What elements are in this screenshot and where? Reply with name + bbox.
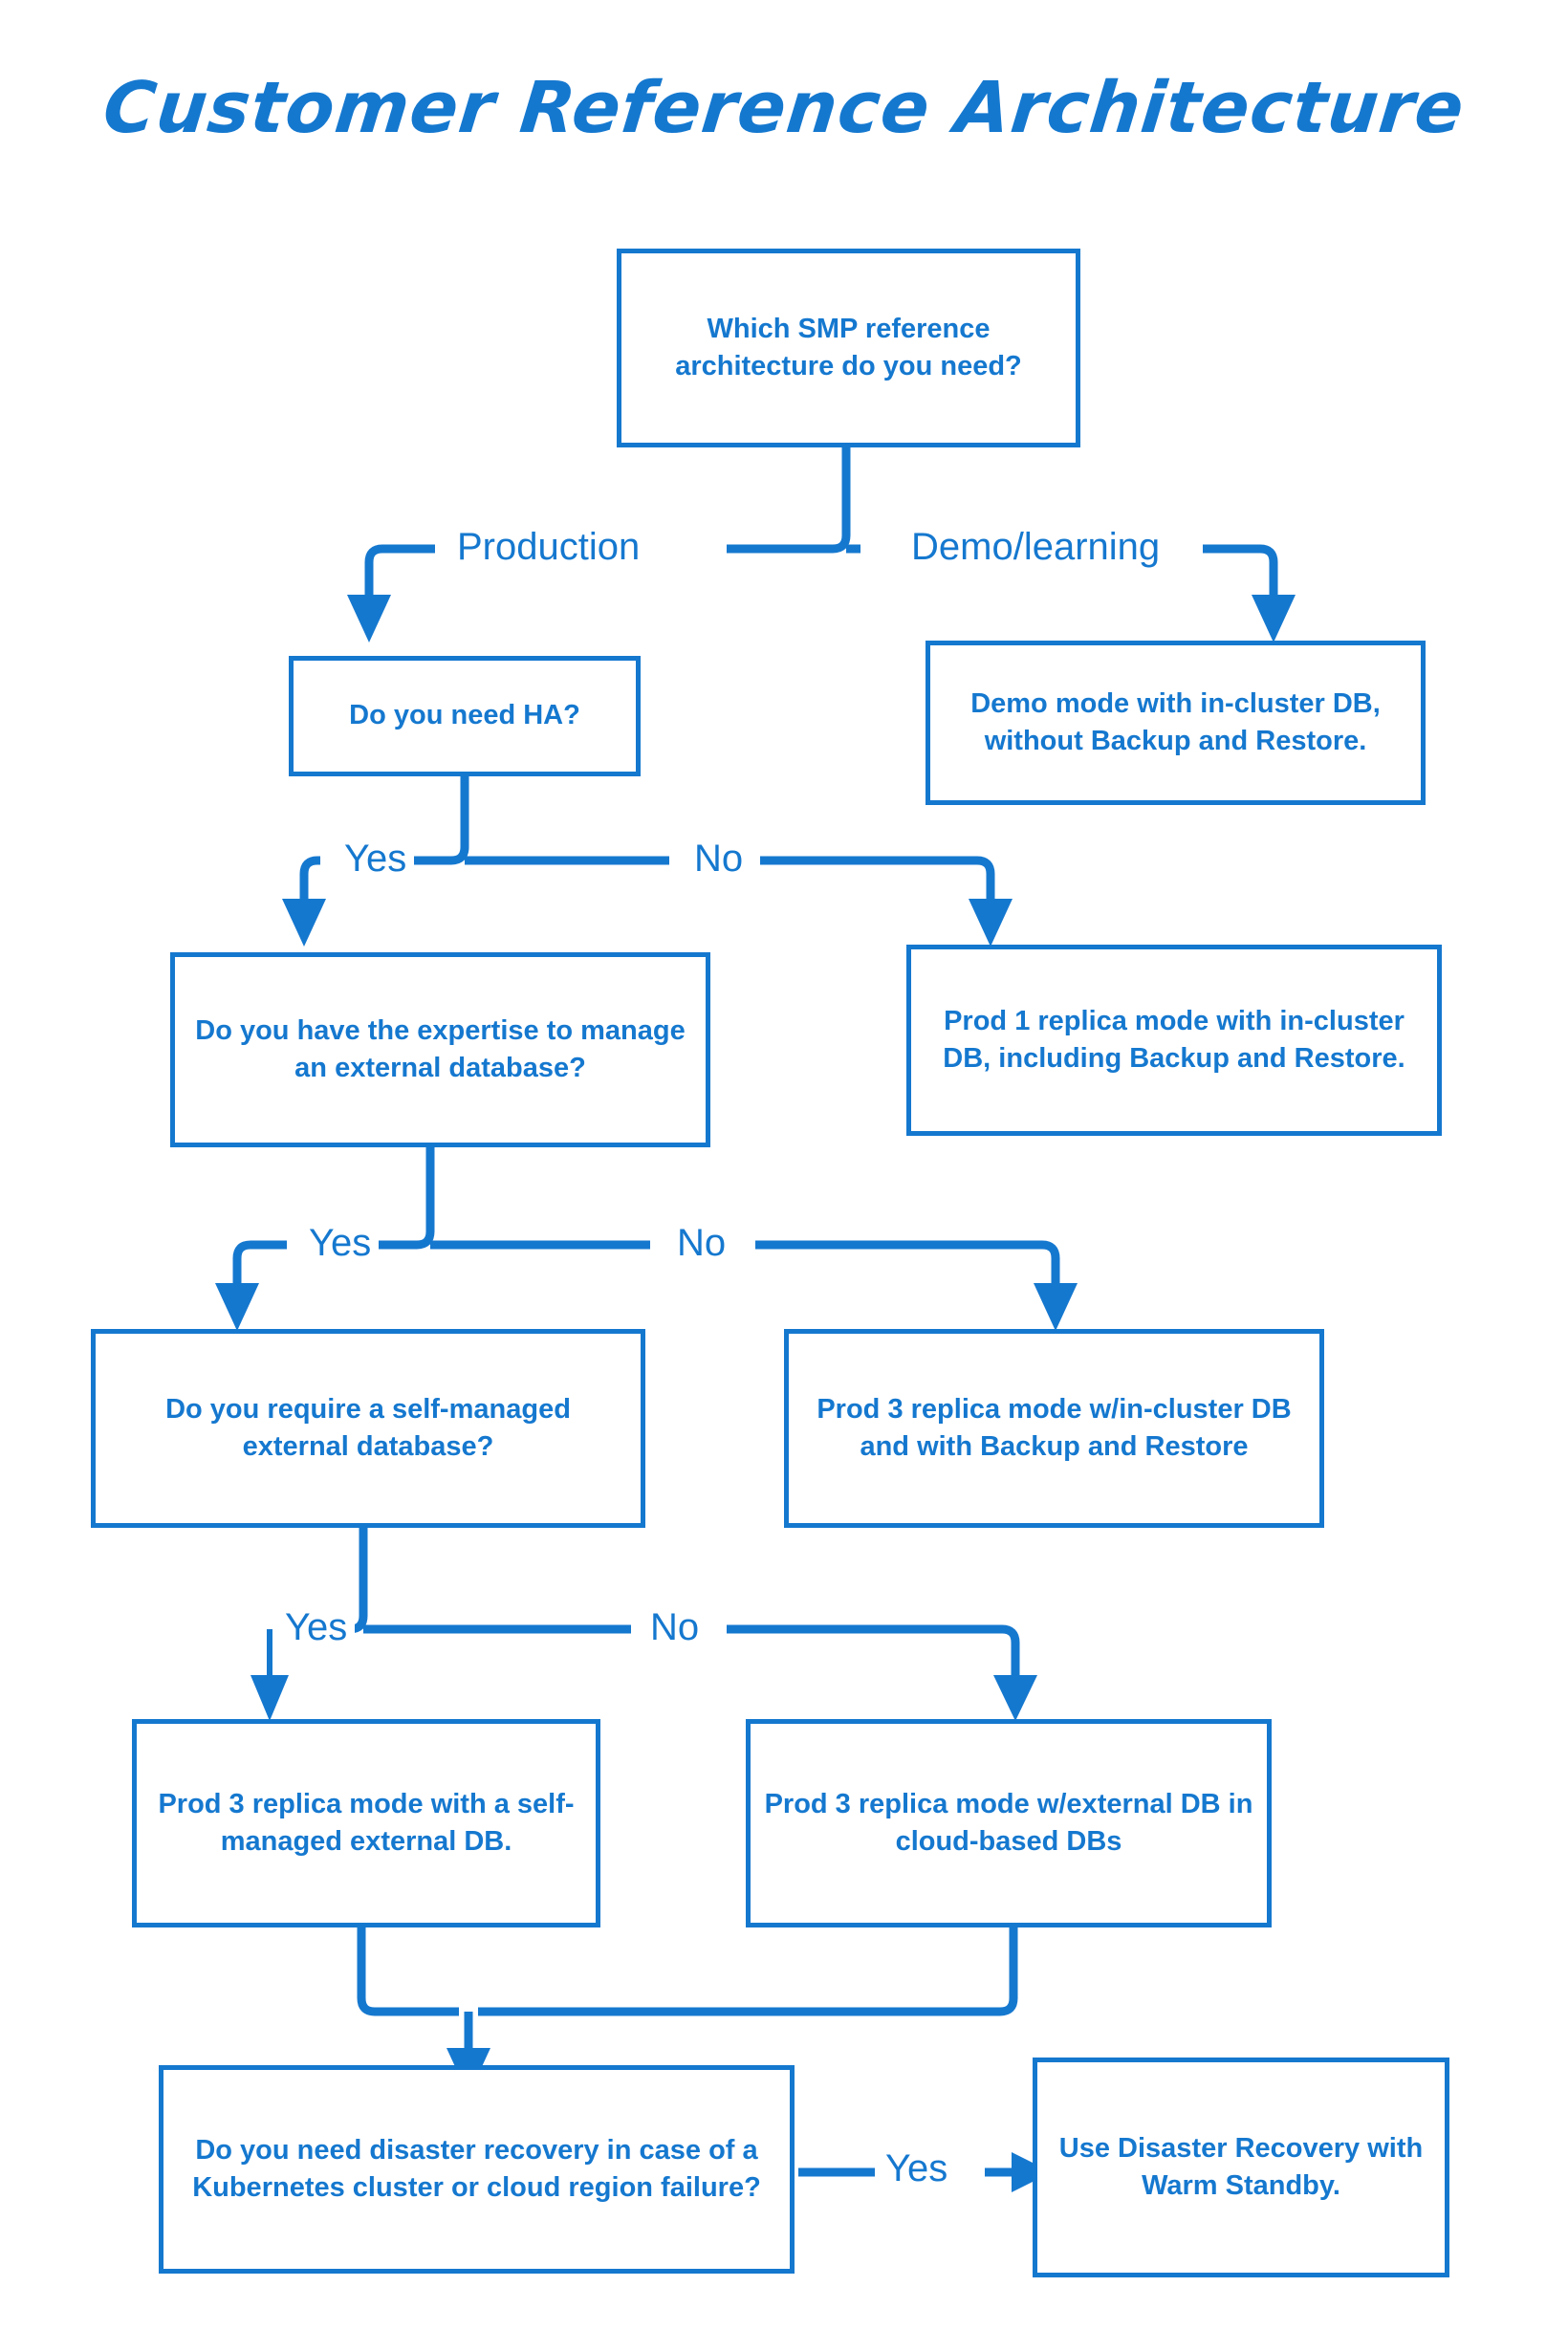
edge-expertise-yes — [232, 1240, 287, 1286]
node-demo-mode[interactable]: Demo mode with in-cluster DB, without Ba… — [926, 641, 1426, 805]
node-prod3-cloud-based-dbs[interactable]: Prod 3 replica mode w/external DB in clo… — [746, 1719, 1272, 1927]
edge-label-text: Yes — [285, 1606, 348, 1648]
edge-ha-split — [411, 776, 469, 865]
edge-expertise-no — [755, 1240, 1060, 1286]
edge-label-ha-no: No — [686, 839, 751, 878]
edge-label-expertise-yes: Yes — [301, 1222, 380, 1264]
arrowhead-selfmanaged-no — [993, 1675, 1037, 1721]
edge-label-text: Production — [457, 526, 641, 568]
edge-merge-left — [357, 1927, 459, 2016]
arrowhead-ha-yes — [282, 899, 326, 947]
edge-label-text: No — [694, 838, 744, 880]
node-text: Which SMP reference architecture do you … — [675, 313, 1022, 381]
node-text: Demo mode with in-cluster DB, without Ba… — [970, 687, 1381, 756]
node-text: Do you need HA? — [349, 700, 580, 731]
edge-start-split — [727, 446, 851, 554]
edge-label-text: Yes — [309, 1222, 372, 1264]
node-text: Prod 3 replica mode w/external DB in clo… — [764, 1788, 1253, 1857]
edge-label-text: Yes — [344, 838, 407, 880]
arrowhead-ha-no — [969, 899, 1013, 947]
edge-label-text: No — [650, 1606, 700, 1648]
node-text: Prod 1 replica mode with in-cluster DB, … — [943, 1005, 1405, 1074]
node-text: Prod 3 replica mode with a self-managed … — [158, 1788, 575, 1857]
node-which-smp-reference-architecture[interactable]: Which SMP reference architecture do you … — [617, 249, 1080, 447]
node-require-self-managed-external-database[interactable]: Do you require a self-managed external d… — [91, 1329, 645, 1528]
node-text: Do you require a self-managed external d… — [165, 1393, 571, 1462]
edge-production — [364, 544, 435, 598]
node-use-disaster-recovery-warm-standby[interactable]: Use Disaster Recovery with Warm Standby. — [1033, 2058, 1449, 2277]
edge-label-text: Demo/learning — [911, 526, 1161, 568]
edge-selfmanaged-no — [727, 1624, 1020, 1675]
edge-label-ha-yes: Yes — [337, 838, 415, 880]
edge-label-text: Yes — [885, 2147, 948, 2189]
arrowhead-dr-yes — [1012, 2152, 1052, 2192]
node-prod3-in-cluster-db[interactable]: Prod 3 replica mode w/in-cluster DB and … — [784, 1329, 1324, 1528]
node-prod3-self-managed-external-db[interactable]: Prod 3 replica mode with a self-managed … — [132, 1719, 600, 1927]
edge-label-production: Production — [449, 526, 648, 568]
edge-label-expertise-no: No — [669, 1222, 734, 1264]
node-prod1-replica-mode[interactable]: Prod 1 replica mode with in-cluster DB, … — [906, 945, 1442, 1136]
arrowhead-demo — [1252, 595, 1296, 642]
node-text: Do you need disaster recovery in case of… — [192, 2134, 761, 2203]
node-text: Use Disaster Recovery with Warm Standby. — [1058, 2132, 1424, 2201]
edge-merge-right — [478, 1927, 1018, 2016]
arrowhead-selfmanaged-yes — [250, 1675, 289, 1721]
edge-demo-learning — [1203, 544, 1278, 598]
arrowhead-production — [347, 595, 391, 642]
edge-label-demo-learning: Demo/learning — [904, 526, 1168, 568]
edge-label-selfmanaged-no: No — [642, 1606, 708, 1648]
edge-ha-yes — [299, 856, 322, 899]
edge-label-dr-yes: Yes — [878, 2147, 956, 2189]
edge-label-selfmanaged-yes: Yes — [277, 1606, 356, 1648]
node-text: Do you have the expertise to manage an e… — [195, 1014, 686, 1083]
arrowhead-expertise-yes — [215, 1283, 259, 1331]
node-need-disaster-recovery[interactable]: Do you need disaster recovery in case of… — [159, 2065, 795, 2274]
node-expertise-external-database[interactable]: Do you have the expertise to manage an e… — [170, 952, 710, 1147]
node-text: Prod 3 replica mode w/in-cluster DB and … — [817, 1393, 1292, 1462]
node-do-you-need-ha[interactable]: Do you need HA? — [289, 656, 641, 776]
edge-expertise-split — [375, 1147, 435, 1250]
arrowhead-expertise-no — [1034, 1283, 1078, 1331]
edge-ha-no — [760, 856, 995, 899]
edge-label-text: No — [677, 1222, 727, 1264]
